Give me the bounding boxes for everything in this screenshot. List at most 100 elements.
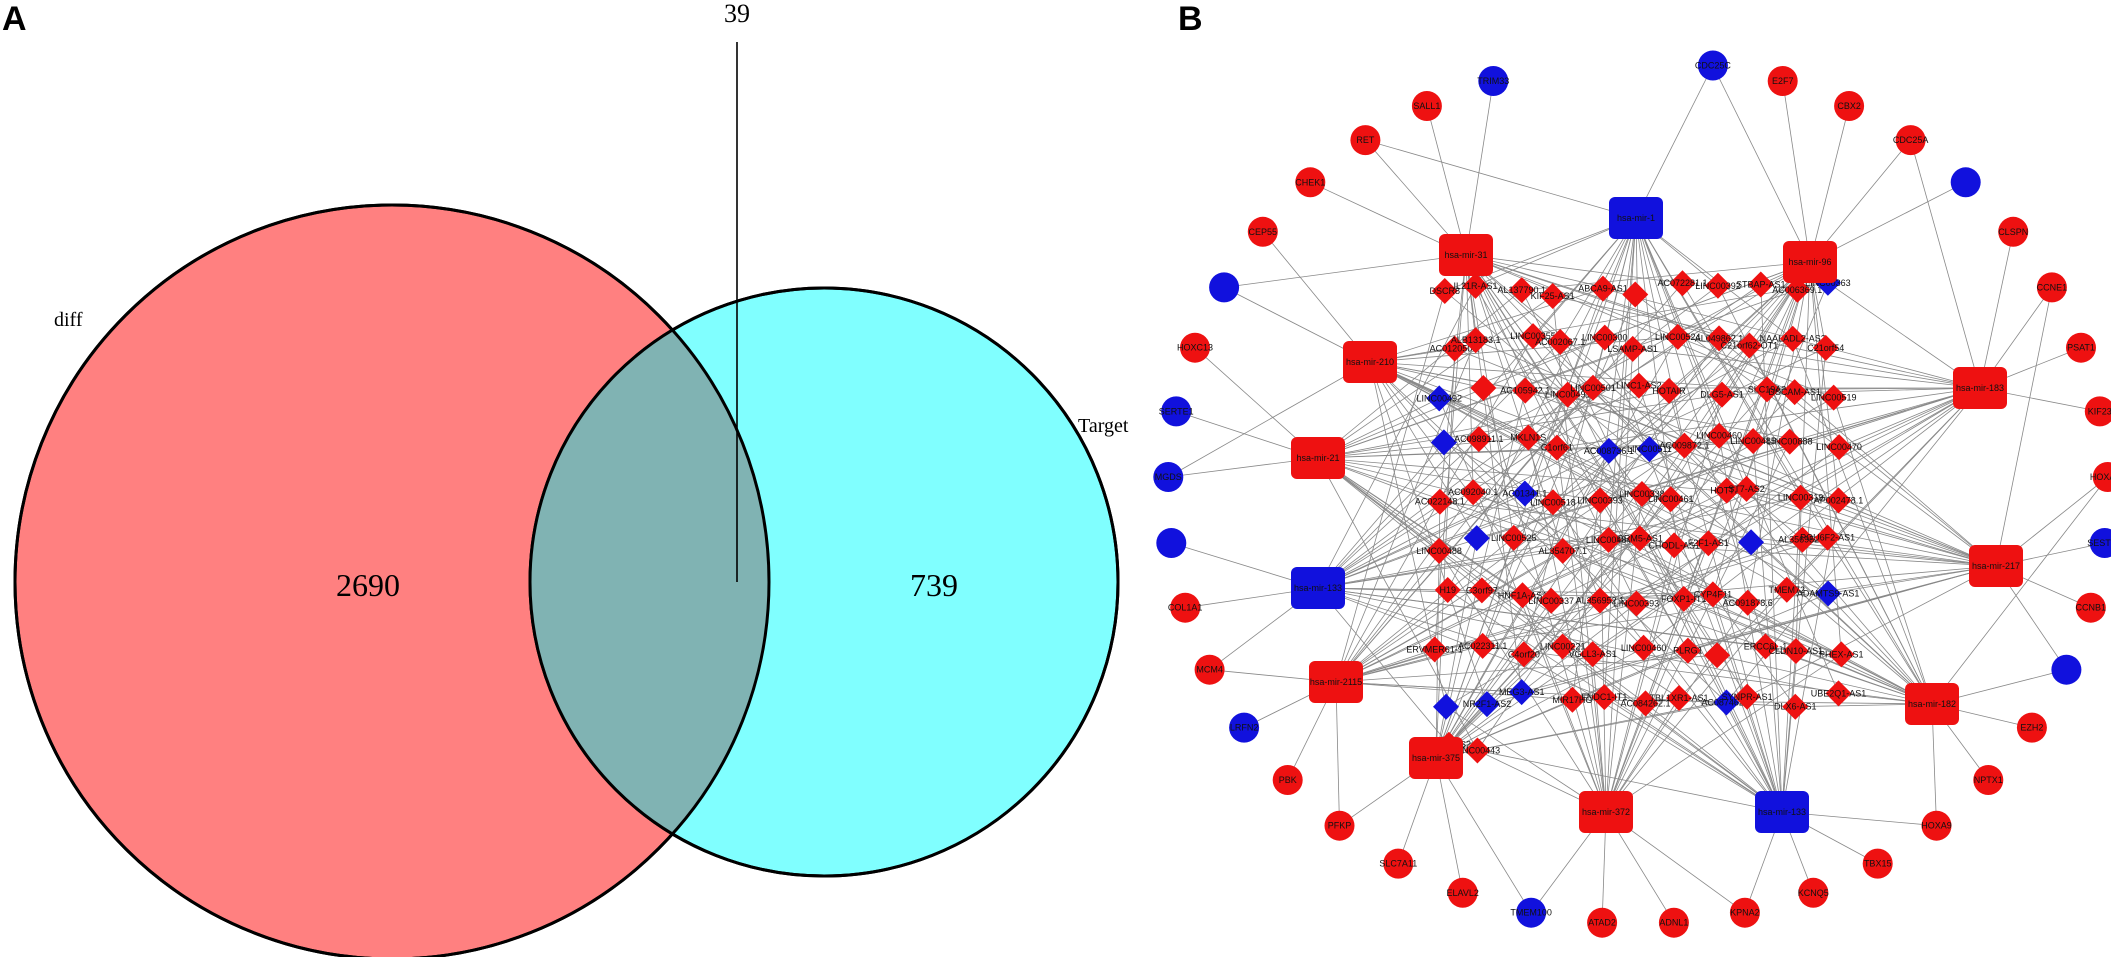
lncrna-node: LINC00470	[1816, 434, 1862, 461]
network-edge	[1335, 290, 1446, 683]
lncrna-node: ADAMTS9-AS1	[1797, 580, 1860, 607]
network-edge	[1673, 261, 1811, 546]
lncrna-node: LINC00393	[1577, 487, 1623, 514]
lncrna-node: CLDN10-AS1	[1769, 638, 1823, 665]
mrna-node: RET	[1350, 125, 1381, 156]
mirna-label: hsa-mir-217	[1972, 561, 2020, 571]
lncrna-node: C3orf97	[1466, 577, 1498, 604]
lncrna-diamond	[1632, 690, 1659, 717]
lncrna-node: AC091878.6	[1723, 589, 1773, 616]
network-edge	[1317, 457, 1483, 591]
lncrna-diamond	[1747, 271, 1774, 298]
lncrna-label: LINC00524	[1655, 332, 1701, 342]
mrna-node	[1209, 272, 1240, 303]
lncrna-node: LINC00461	[1648, 486, 1694, 513]
lncrna-label: AL354707.1	[1539, 546, 1588, 556]
network-edge	[1448, 744, 1783, 813]
lncrna-diamond	[1509, 582, 1536, 609]
lncrna-node: ERVMER61-1	[1406, 636, 1463, 663]
network-edge	[1473, 491, 1933, 705]
mirna-rect	[1953, 367, 2007, 409]
mrna-circle	[1729, 897, 1760, 928]
lncrna-diamond	[1426, 488, 1453, 515]
mrna-node: NPTX1	[1973, 765, 2004, 795]
mrna-label: COL1A1	[1168, 603, 1203, 613]
lncrna-diamond	[1628, 480, 1655, 507]
mrna-node: TBX15	[1862, 848, 1893, 879]
lncrna-diamond	[1539, 283, 1566, 310]
lncrna-node: AL356952.1	[1576, 587, 1624, 614]
mrna-label: CHEK1	[1295, 177, 1325, 187]
network-edge	[1335, 340, 1477, 683]
lncrna-diamond	[1704, 272, 1731, 299]
lncrna-diamond	[1787, 484, 1814, 511]
mrna-label: KPNA2	[1730, 908, 1760, 918]
lncrna-diamond	[1636, 436, 1663, 463]
mrna-node: E2F7	[1767, 66, 1798, 96]
lncrna-diamond	[1500, 524, 1527, 551]
mrna-circle	[2084, 396, 2111, 427]
lncrna-diamond	[1587, 487, 1614, 514]
network-edge	[1365, 139, 1637, 219]
network-edge	[1435, 391, 1795, 759]
lncrna-label: ADAMTS9-AS1	[1797, 589, 1860, 599]
lncrna-diamond	[1625, 372, 1652, 399]
mrna-label: TMEM100	[1510, 908, 1552, 918]
lncrna-label: LINC00488	[1416, 546, 1462, 556]
network-edge	[1317, 337, 1605, 459]
mirna-node: hsa-mir-210	[1343, 341, 1397, 383]
network-edge	[1435, 600, 1552, 759]
network-edge	[1794, 391, 1997, 567]
lncrna-label: LINC00511	[1627, 444, 1672, 454]
lncrna-label: AC072281.1	[1657, 278, 1707, 288]
mrna-label: ATAD2	[1588, 918, 1616, 928]
network-edge	[1369, 361, 1768, 390]
mirna-label: hsa-mir-183	[1956, 383, 2004, 393]
lncrna-label: LINC00393	[1577, 495, 1623, 505]
mrna-circle	[1153, 462, 1184, 492]
mrna-node: SESTD1	[2087, 528, 2111, 558]
lncrna-label: SLC19A3	[1748, 384, 1787, 394]
mrna-circle	[1478, 66, 1509, 96]
mirna-node: hsa-mir-182	[1905, 683, 1959, 725]
lncrna-node: AL354707.1	[1539, 537, 1588, 564]
mrna-node: KIF23	[2084, 396, 2111, 427]
lncrna-label: LINC00355	[1510, 331, 1556, 341]
lncrna-diamond	[1512, 377, 1539, 404]
lncrna-node: ERCC6L-1	[1744, 633, 1787, 660]
lncrna-label: FNDC1-IT1	[1581, 692, 1627, 702]
mrna-circle	[1194, 654, 1225, 685]
lncrna-label: LINC00519	[1811, 393, 1857, 403]
mrna-label: PBK	[1279, 775, 1297, 785]
lncrna-node: C21orf62-OT1	[1721, 332, 1778, 359]
network-edge	[1649, 448, 1997, 567]
network-edge	[1317, 289, 1523, 459]
network-edge	[1781, 650, 1797, 813]
network-edge	[1369, 361, 1488, 705]
lncrna-node: MKLN1S	[1510, 424, 1546, 451]
lncrna-node: HOTAIR	[1652, 377, 1686, 404]
lncrna-node: SYNPR-AS1	[1722, 683, 1773, 710]
network-edge	[1592, 387, 1981, 655]
lncrna-node: DSCR8	[1430, 277, 1460, 304]
network-edge	[1482, 645, 1933, 705]
lncrna-diamond	[1586, 587, 1613, 614]
mrna-label: LRFN2	[1230, 723, 1259, 733]
mrna-label: HOXA10	[2090, 472, 2111, 482]
mrna-node: CCNB1	[2076, 592, 2106, 623]
lncrna-node: NR2F1-AS2	[1463, 691, 1511, 718]
mrna-label: HOXC13	[1177, 343, 1213, 353]
network-edge	[1317, 435, 1720, 589]
network-edge	[1523, 653, 1783, 813]
mrna-node: LRFN2	[1229, 712, 1260, 743]
network-edge	[1717, 654, 1933, 705]
lncrna-label: CYP4F11	[1694, 589, 1732, 599]
mrna-circle	[1587, 907, 1618, 938]
network-edge	[1369, 361, 1671, 500]
network-edge	[1335, 537, 1828, 683]
mrna-node: CLSPN	[1998, 216, 2028, 247]
network-edge	[1712, 261, 1811, 595]
lncrna-node: LINC00338	[1619, 480, 1665, 507]
lncrna-label: UBE2Q1-AS1	[1811, 688, 1867, 698]
network-edge	[1551, 387, 1981, 602]
